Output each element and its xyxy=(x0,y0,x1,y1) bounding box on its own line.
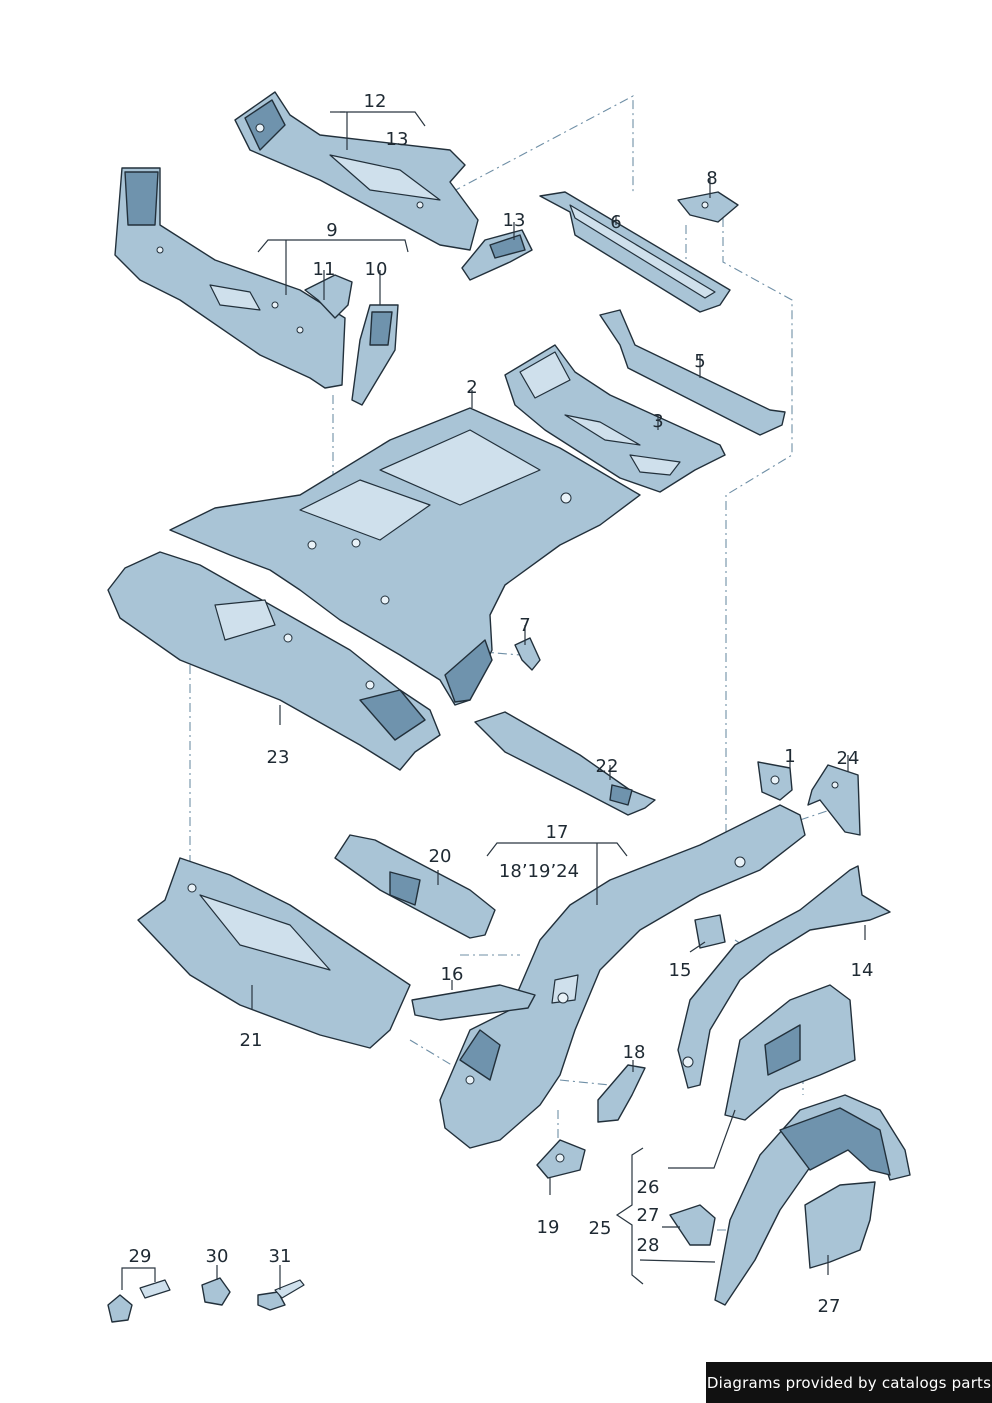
part-21-rear-floor xyxy=(137,857,411,1049)
part-27-28-bracket xyxy=(669,1204,716,1246)
part-2-main-floor xyxy=(169,407,641,706)
part-24-bracket xyxy=(807,764,861,836)
callout-5: 5 xyxy=(694,351,705,372)
part-8-plate xyxy=(677,191,739,223)
part-19-plate xyxy=(536,1139,586,1179)
part-17-side-member xyxy=(439,804,806,1149)
part-9-rear-wall xyxy=(114,167,346,389)
callout-7: 7 xyxy=(519,615,530,636)
callout-24: 24 xyxy=(837,748,860,769)
callout-1: 1 xyxy=(784,746,795,767)
callout-13-upper: 13 xyxy=(386,129,409,150)
part-12-rear-panel xyxy=(234,91,479,251)
part-1-gusset xyxy=(757,761,793,801)
callout-3: 3 xyxy=(652,411,663,432)
callout-11: 11 xyxy=(313,259,336,280)
callout-23: 23 xyxy=(267,747,290,768)
part-5-side-rail xyxy=(599,309,786,436)
callout-20: 20 xyxy=(429,846,452,867)
part-16-strut xyxy=(411,984,536,1021)
callout-30: 30 xyxy=(206,1246,229,1267)
part-29-fasteners xyxy=(107,1279,171,1323)
part-11-small-bracket xyxy=(304,274,353,319)
callout-31: 31 xyxy=(269,1246,292,1267)
callout-18: 18 xyxy=(623,1042,646,1063)
callout-22: 22 xyxy=(596,756,619,777)
part-6-cross-member xyxy=(539,191,731,313)
part-20-bracket xyxy=(334,834,496,939)
part-25-wheel-arch xyxy=(714,1094,911,1306)
callout-2: 2 xyxy=(466,377,477,398)
callout-15: 15 xyxy=(669,960,692,981)
callout-13-bracket: 13 xyxy=(503,210,526,231)
part-13-bracket xyxy=(461,229,533,281)
callout-8: 8 xyxy=(706,168,717,189)
credit-banner: Diagrams provided by catalogs parts xyxy=(706,1362,992,1403)
callout-29: 29 xyxy=(129,1246,152,1267)
callout-28: 28 xyxy=(637,1235,660,1256)
credit-text: Diagrams provided by catalogs parts xyxy=(706,1373,992,1392)
callout-12: 12 xyxy=(364,91,387,112)
callout-17-sub: 18’19’24 xyxy=(499,861,579,882)
callout-6: 6 xyxy=(610,212,621,233)
callout-19: 19 xyxy=(537,1217,560,1238)
callout-16: 16 xyxy=(441,964,464,985)
part-7-clip xyxy=(514,637,541,671)
leader-lines xyxy=(121,111,866,1290)
callout-9: 9 xyxy=(326,220,337,241)
part-23-cross-beam xyxy=(107,551,441,771)
callout-14: 14 xyxy=(851,960,874,981)
callout-10: 10 xyxy=(365,259,388,280)
callout-27-bracket: 27 xyxy=(637,1205,660,1226)
callout-17: 17 xyxy=(546,822,569,843)
part-14-inner-panel xyxy=(677,865,891,1089)
part-30-nut xyxy=(201,1277,231,1306)
part-27-liner xyxy=(804,1181,876,1269)
callout-25: 25 xyxy=(589,1218,612,1239)
part-3-front-floor xyxy=(504,344,726,493)
part-15-bracket xyxy=(694,914,726,949)
part-18-bracket xyxy=(597,1064,646,1123)
callout-21: 21 xyxy=(240,1030,263,1051)
part-26-housing xyxy=(724,984,856,1121)
part-31-screw xyxy=(257,1279,305,1311)
part-10-pillar-bracket xyxy=(351,304,399,406)
callout-labels: 12 13 13 9 11 10 6 8 5 2 3 7 23 22 1 24 … xyxy=(129,91,874,1317)
part-22-bracket xyxy=(474,711,656,816)
callout-26: 26 xyxy=(637,1177,660,1198)
callout-27-liner: 27 xyxy=(818,1296,841,1317)
